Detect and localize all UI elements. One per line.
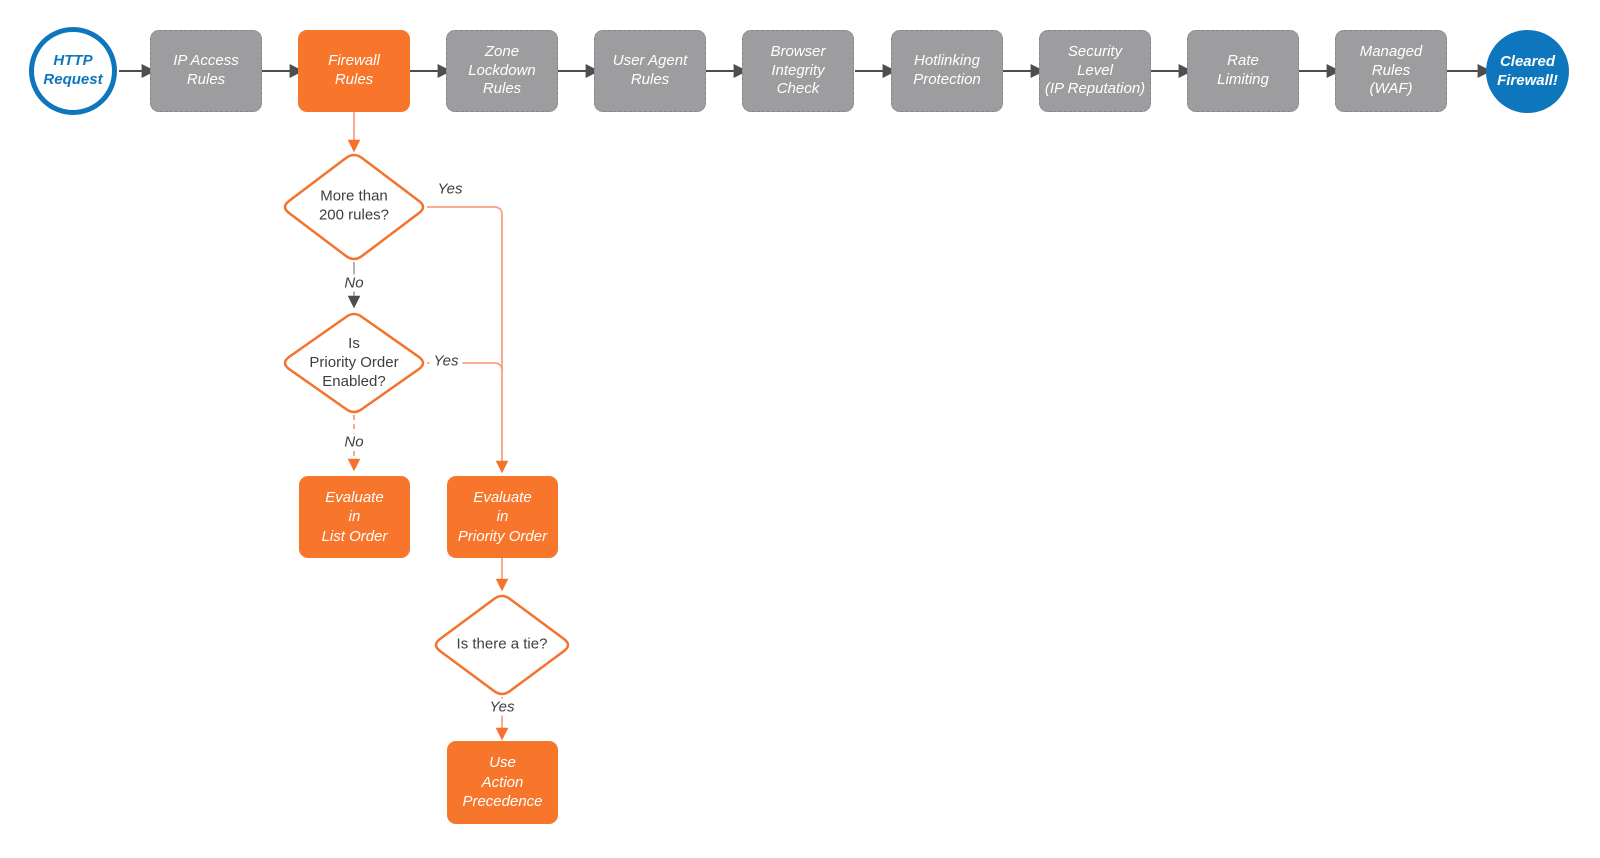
decision-more-than-200-rules <box>283 153 425 261</box>
node-evaluate-in-priority-order: Evaluate in Priority Order <box>447 476 558 558</box>
label-no-priority-order: No <box>340 433 368 451</box>
stage-browser-integrity-check: Browser Integrity Check <box>742 30 854 112</box>
decision-text-priority-order-enabled: Is Priority Order Enabled? <box>309 334 399 390</box>
end-node-cleared-firewall: Cleared Firewall! <box>1486 30 1569 113</box>
decision-is-there-a-tie <box>434 594 570 696</box>
stage-user-agent-rules: User Agent Rules <box>594 30 706 112</box>
node-use-action-precedence: Use Action Precedence <box>447 741 558 824</box>
label-yes-rules-count: Yes <box>433 180 467 198</box>
decision-text-is-there-a-tie: Is there a tie? <box>456 635 548 653</box>
node-evaluate-in-list-order: Evaluate in List Order <box>299 476 410 558</box>
start-node-http-request: HTTP Request <box>29 27 117 115</box>
connector-yes-rules-count-to-evaluate-priority <box>427 206 509 474</box>
stage-rate-limiting: Rate Limiting <box>1187 30 1299 112</box>
label-yes-priority-order: Yes <box>429 352 463 370</box>
decision-priority-order-enabled <box>283 312 425 414</box>
stage-firewall-rules: Firewall Rules <box>298 30 410 112</box>
stage-zone-lockdown-rules: Zone Lockdown Rules <box>446 30 558 112</box>
label-no-rules-count: No <box>340 274 368 292</box>
stage-security-level: Security Level (IP Reputation) <box>1039 30 1151 112</box>
label-yes-tie: Yes <box>485 698 519 716</box>
decision-text-more-than-200-rules: More than 200 rules? <box>318 187 390 223</box>
stage-managed-rules-waf: Managed Rules (WAF) <box>1335 30 1447 112</box>
stage-hotlinking-protection: Hotlinking Protection <box>891 30 1003 112</box>
stage-ip-access-rules: IP Access Rules <box>150 30 262 112</box>
connector-yes-priority-merge <box>427 362 503 372</box>
